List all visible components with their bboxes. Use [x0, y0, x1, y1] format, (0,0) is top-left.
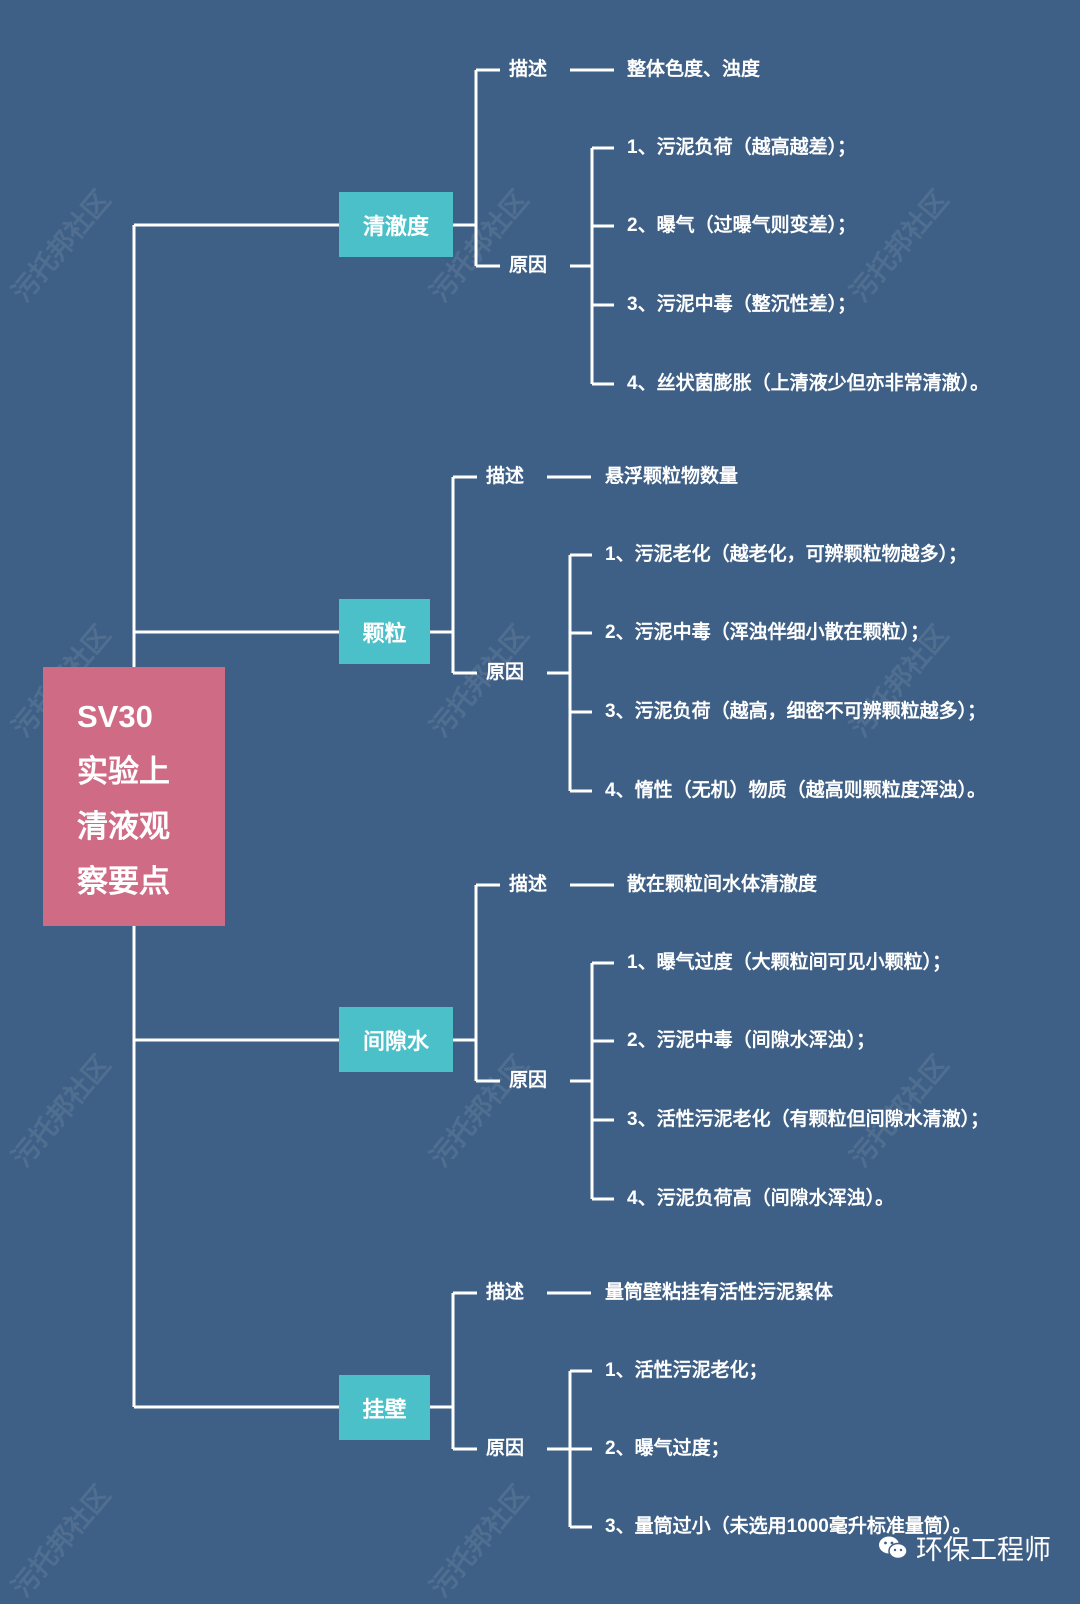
- reason-label: 原因: [486, 1438, 525, 1459]
- reason-item: 1、污泥负荷（越高越差）；: [627, 137, 857, 158]
- wechat-icon: [879, 1536, 908, 1559]
- reason-item: 4、丝状菌膨胀（上清液少但亦非常清澈）。: [627, 373, 990, 394]
- description-text: 悬浮颗粒物数量: [605, 466, 739, 487]
- root-title-line: SV30: [77, 699, 153, 734]
- reason-item: 2、曝气过度；: [605, 1438, 730, 1459]
- category-node-clarity: 清澈度: [339, 192, 453, 257]
- reason-item: 3、量筒过小（未选用1000毫升标准量筒）。: [605, 1516, 972, 1537]
- reason-item: 3、活性污泥老化（有颗粒但间隙水清澈）；: [627, 1109, 990, 1130]
- reason-item: 2、污泥中毒（浑浊伴细小散在颗粒）；: [605, 622, 930, 643]
- reason-item: 1、活性污泥老化；: [605, 1360, 768, 1381]
- reason-item: 1、污泥老化（越老化，可辨颗粒物越多）；: [605, 544, 968, 565]
- root-title-line: 实验上: [77, 754, 170, 789]
- reason-label: 原因: [509, 255, 548, 276]
- describe-label: 描述: [509, 59, 548, 80]
- description-text: 散在颗粒间水体清澈度: [627, 874, 818, 895]
- root-title-line: 清液观: [77, 809, 170, 844]
- category-node-interstitial-water: 间隙水: [339, 1007, 453, 1072]
- reason-item: 2、污泥中毒（间隙水浑浊）；: [627, 1030, 876, 1051]
- category-node-wall-adhesion: 挂壁: [339, 1375, 430, 1440]
- category-node-particles: 颗粒: [339, 599, 430, 664]
- reason-label: 原因: [509, 1070, 548, 1091]
- reason-item: 3、污泥负荷（越高，细密不可辨颗粒越多）；: [605, 701, 987, 722]
- description-text: 量筒壁粘挂有活性污泥絮体: [605, 1282, 834, 1303]
- describe-label: 描述: [486, 466, 525, 487]
- describe-label: 描述: [486, 1282, 525, 1303]
- reason-item: 4、惰性（无机）物质（越高则颗粒度浑浊）。: [605, 780, 987, 801]
- reason-label: 原因: [486, 662, 525, 683]
- brand-watermark: 环保工程师: [878, 1528, 1051, 1567]
- reason-item: 1、曝气过度（大颗粒间可见小颗粒）；: [627, 952, 952, 973]
- brand-name: 环保工程师: [916, 1535, 1051, 1565]
- reason-item: 3、污泥中毒（整沉性差）；: [627, 294, 857, 315]
- root-node: SV30 实验上 清液观 察要点: [43, 667, 225, 926]
- reason-item: 4、污泥负荷高（间隙水浑浊）。: [627, 1188, 895, 1209]
- describe-label: 描述: [509, 874, 548, 895]
- reason-item: 2、曝气（过曝气则变差）；: [627, 215, 857, 236]
- description-text: 整体色度、浊度: [627, 59, 761, 80]
- root-title-line: 察要点: [77, 864, 170, 899]
